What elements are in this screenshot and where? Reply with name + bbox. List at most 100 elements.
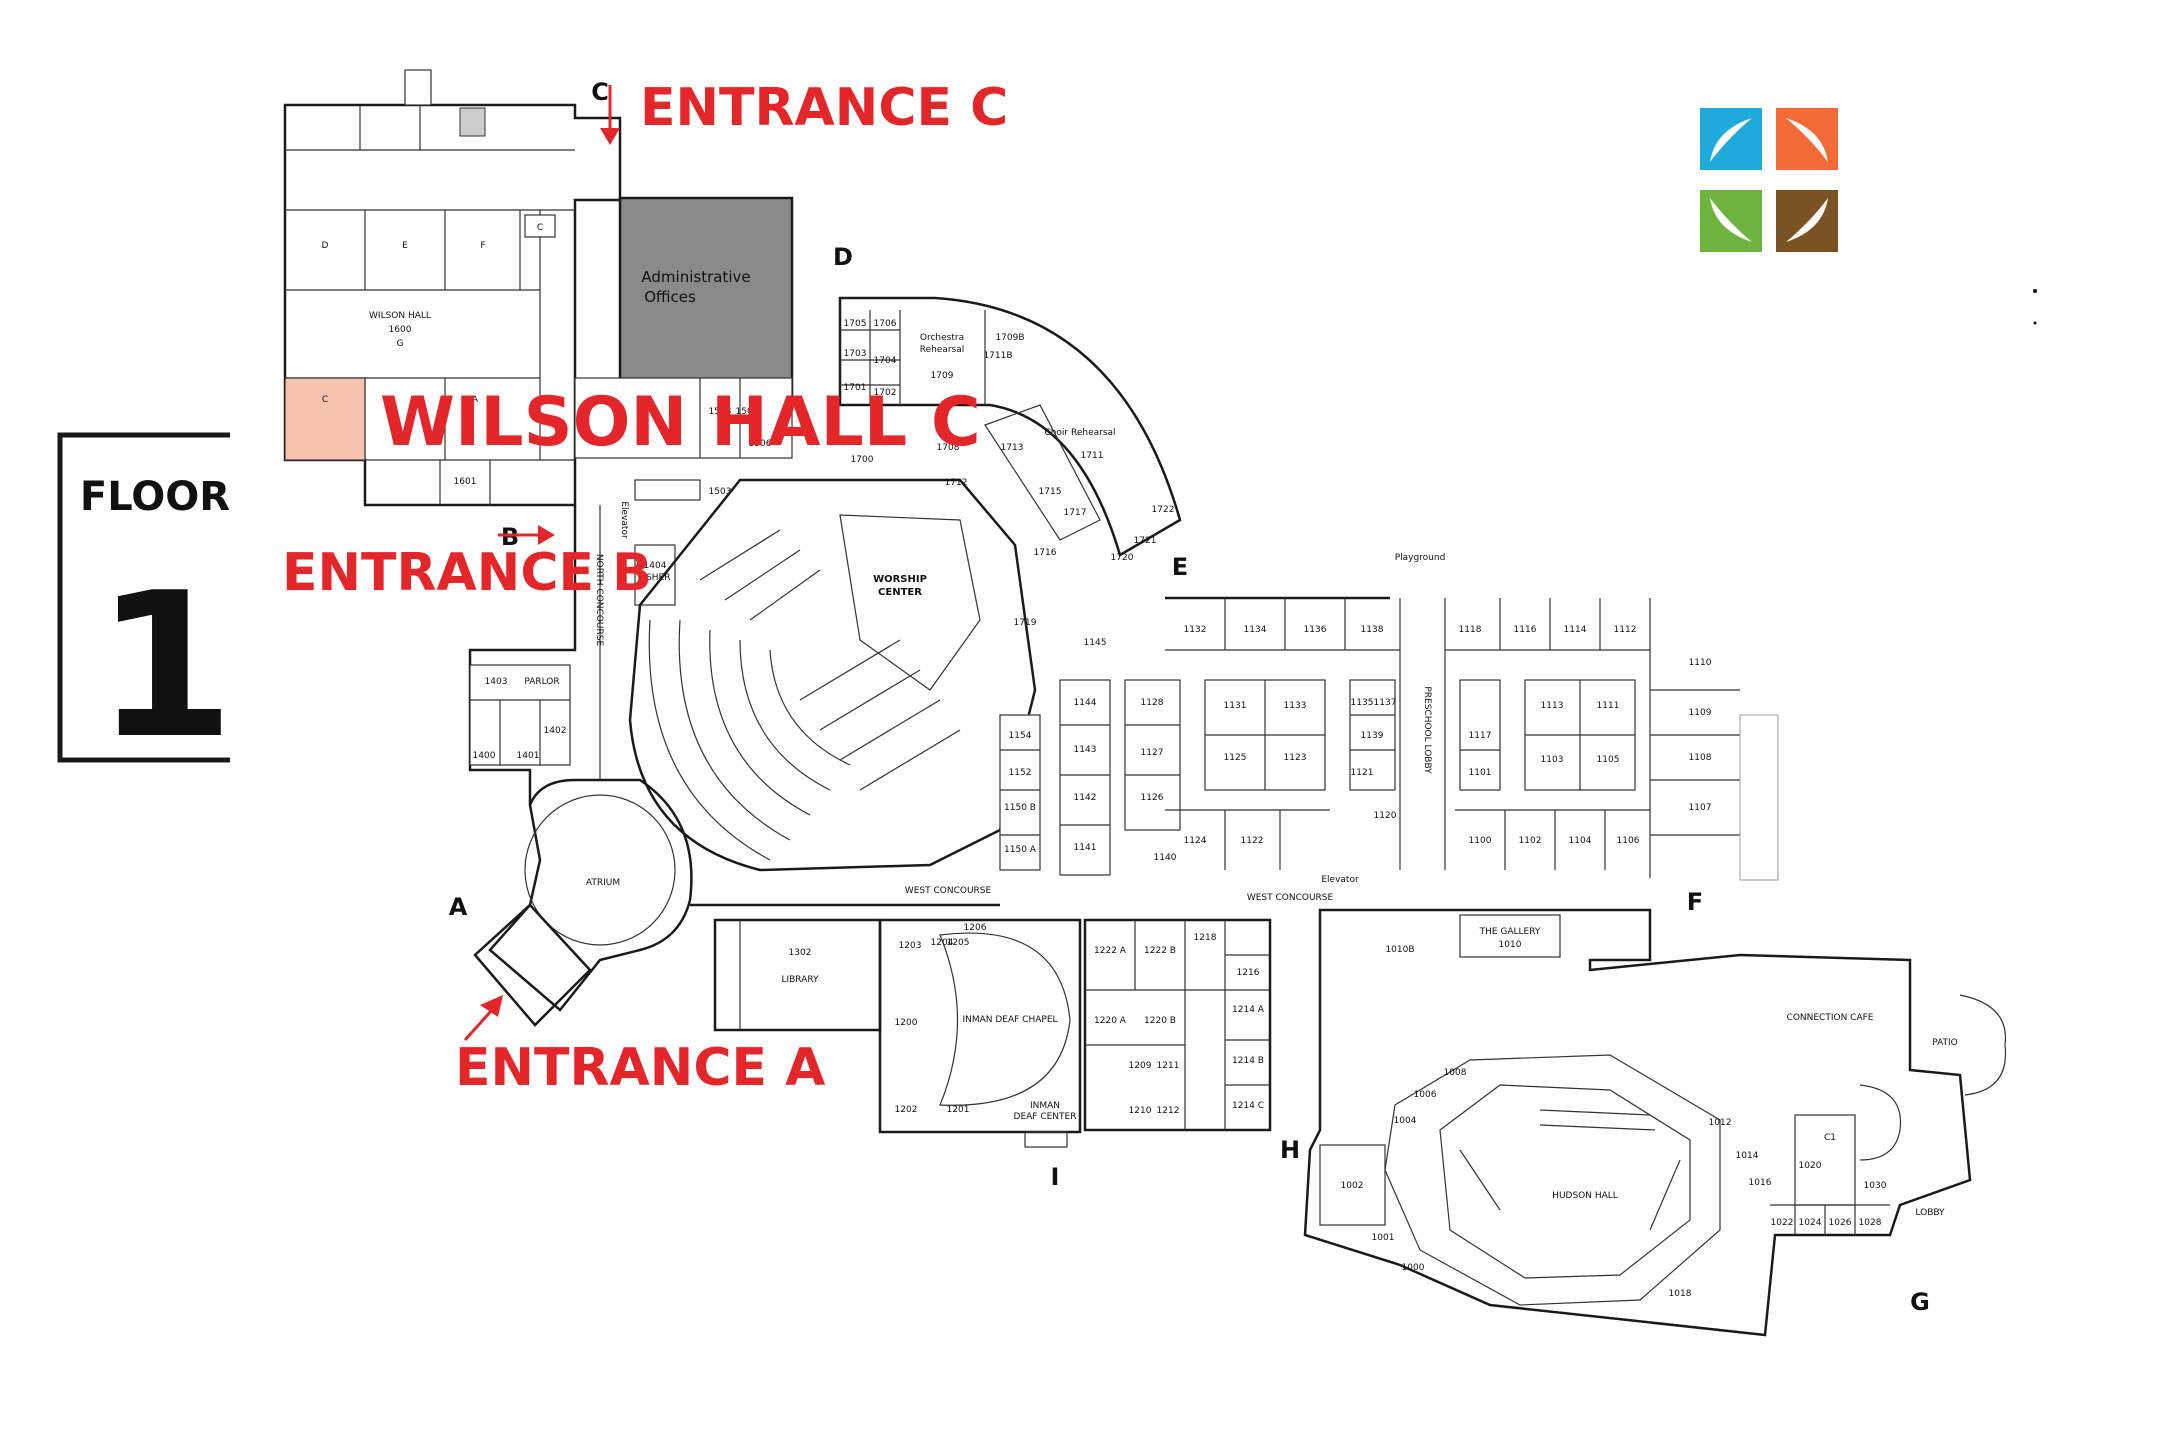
room-1721: 1721 bbox=[1134, 536, 1157, 546]
room-1403: 1403 bbox=[485, 677, 508, 687]
room-1402: 1402 bbox=[544, 726, 567, 736]
room-1138: 1138 bbox=[1361, 625, 1384, 635]
room-1220b: 1220 B bbox=[1144, 1016, 1176, 1026]
room-1201: 1201 bbox=[947, 1105, 970, 1115]
room-1720: 1720 bbox=[1111, 553, 1134, 563]
orchestra-rehearsal-2: Rehearsal bbox=[920, 345, 965, 355]
playground-label: Playground bbox=[1395, 553, 1446, 563]
room-1302: 1302 bbox=[789, 948, 812, 958]
room-1206: 1206 bbox=[964, 923, 987, 933]
worship-center-label-1: WORSHIP bbox=[873, 574, 927, 585]
room-1503b: 1503 bbox=[709, 487, 732, 497]
room-1713: 1713 bbox=[1001, 443, 1024, 453]
room-1012: 1012 bbox=[1709, 1118, 1732, 1128]
north-concourse-area: NORTH CONCOURSE 1403 PARLOR 1402 1401 14… bbox=[468, 501, 676, 805]
room-1202: 1202 bbox=[895, 1105, 918, 1115]
room-1127: 1127 bbox=[1141, 748, 1164, 758]
room-1214c: 1214 C bbox=[1232, 1101, 1264, 1111]
room-f: F bbox=[480, 241, 485, 251]
logo-tile-orange bbox=[1776, 108, 1838, 170]
inman-deaf-center-2: DEAF CENTER bbox=[1014, 1112, 1077, 1122]
admin-offices-label-1: Administrative bbox=[641, 268, 750, 286]
room-1004: 1004 bbox=[1394, 1116, 1417, 1126]
room-1109: 1109 bbox=[1689, 708, 1712, 718]
room-1116: 1116 bbox=[1514, 625, 1537, 635]
entrance-b-label: ENTRANCE B bbox=[282, 543, 652, 603]
room-1103: 1103 bbox=[1541, 755, 1564, 765]
room-1112: 1112 bbox=[1614, 625, 1637, 635]
room-1709: 1709 bbox=[931, 371, 954, 381]
room-1024: 1024 bbox=[1799, 1218, 1822, 1228]
room-1220a: 1220 A bbox=[1094, 1016, 1127, 1026]
preschool-wing: Playground PRESCHOOL LOBBY 1132 1134 113… bbox=[1124, 553, 1779, 885]
logo-tile-brown bbox=[1776, 190, 1838, 252]
room-1132: 1132 bbox=[1184, 625, 1207, 635]
floor-indicator: FLOOR 1 bbox=[57, 432, 235, 783]
wilson-hall-c-label: WILSON HALL C bbox=[380, 383, 981, 462]
room-1602: C bbox=[537, 223, 543, 233]
room-1133: 1133 bbox=[1284, 701, 1307, 711]
door-letter-a: A bbox=[449, 893, 468, 921]
room-1128: 1128 bbox=[1141, 698, 1164, 708]
room-1705: 1705 bbox=[844, 319, 867, 329]
room-1715: 1715 bbox=[1039, 487, 1062, 497]
parlor-label: PARLOR bbox=[524, 677, 559, 687]
room-1722: 1722 bbox=[1152, 505, 1175, 515]
room-1018: 1018 bbox=[1669, 1289, 1692, 1299]
west-concourse: WEST CONCOURSE WEST CONCOURSE bbox=[690, 886, 1333, 907]
door-letter-d: D bbox=[833, 243, 853, 271]
room-d: D bbox=[322, 241, 329, 251]
room-c: C bbox=[322, 395, 328, 405]
room-1719: 1719 bbox=[1014, 618, 1037, 628]
choir-rehearsal: Choir Rehearsal bbox=[1044, 428, 1115, 438]
room-1216: 1216 bbox=[1237, 968, 1260, 978]
logo-tile-blue bbox=[1700, 108, 1762, 170]
patio-label: PATIO bbox=[1932, 1038, 1958, 1048]
room-1006: 1006 bbox=[1414, 1090, 1437, 1100]
room-1200: 1200 bbox=[895, 1018, 918, 1028]
room-1209: 1209 bbox=[1129, 1061, 1152, 1071]
room-1106: 1106 bbox=[1617, 836, 1640, 846]
room-1503: 1503 bbox=[709, 407, 732, 417]
room-1717: 1717 bbox=[1064, 508, 1087, 518]
logo bbox=[1700, 108, 1838, 252]
room-1222b: 1222 B bbox=[1144, 946, 1176, 956]
worship-center-label-2: CENTER bbox=[878, 587, 922, 598]
admin-offices-label-2: Offices bbox=[644, 288, 696, 306]
room-1404: 1404 bbox=[644, 561, 667, 571]
room-e: E bbox=[402, 241, 408, 251]
room-1704: 1704 bbox=[874, 356, 897, 366]
inman-deaf-center-1: INMAN bbox=[1030, 1101, 1060, 1111]
room-1118: 1118 bbox=[1459, 625, 1482, 635]
north-concourse-label: NORTH CONCOURSE bbox=[594, 554, 604, 647]
room-1507: 1507 bbox=[736, 407, 759, 417]
room-1110: 1110 bbox=[1689, 658, 1712, 668]
room-1214b: 1214 B bbox=[1232, 1056, 1264, 1066]
room-1700: 1700 bbox=[851, 455, 874, 465]
room-1135: 1135 bbox=[1351, 698, 1374, 708]
room-a: A bbox=[472, 395, 479, 405]
room-1142: 1142 bbox=[1074, 793, 1097, 803]
atrium-label: ATRIUM bbox=[586, 878, 620, 888]
room-1144: 1144 bbox=[1074, 698, 1097, 708]
room-1111: 1111 bbox=[1597, 701, 1620, 711]
room-1104: 1104 bbox=[1569, 836, 1592, 846]
south-block: 1302 LIBRARY INMAN DEAF CHAPEL 1203 1204… bbox=[713, 918, 1272, 1148]
hudson-area: THE GALLERY 1010 1010B CONNECTION CAFE P… bbox=[1303, 908, 2007, 1337]
worship-center: WORSHIP CENTER 1708 1700 1712 1716 1719 bbox=[628, 443, 1057, 872]
room-1120: 1120 bbox=[1374, 811, 1397, 821]
room-1136: 1136 bbox=[1304, 625, 1327, 635]
room-1124: 1124 bbox=[1184, 836, 1207, 846]
room-1716: 1716 bbox=[1034, 548, 1057, 558]
room-g: G bbox=[397, 339, 404, 349]
room-1002: 1002 bbox=[1341, 1181, 1364, 1191]
room-1204: 1204 bbox=[931, 938, 954, 948]
room-1123: 1123 bbox=[1284, 753, 1307, 763]
room-1711: 1711 bbox=[1081, 451, 1104, 461]
entrance-labels: ENTRANCE C ENTRANCE B ENTRANCE A WILSON … bbox=[282, 78, 1008, 1098]
room-1008: 1008 bbox=[1444, 1068, 1467, 1078]
room-1222a: 1222 A bbox=[1094, 946, 1127, 956]
room-1152: 1152 bbox=[1009, 768, 1032, 778]
room-1218: 1218 bbox=[1194, 933, 1217, 943]
